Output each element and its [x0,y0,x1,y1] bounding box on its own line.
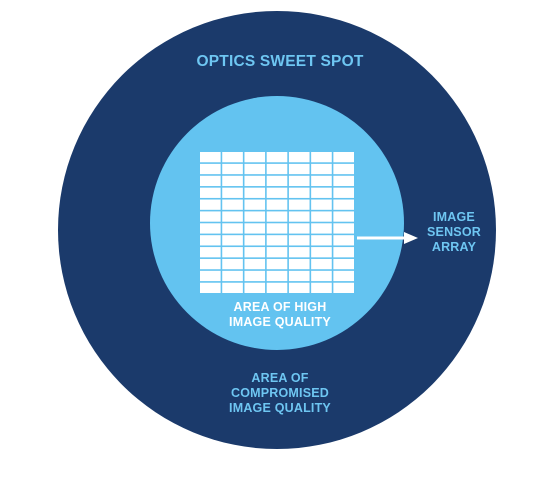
sensor-cell [333,258,354,270]
sensor-cell [288,152,310,163]
sensor-cell [288,223,310,234]
sensor-cell [222,175,243,187]
sensor-cell [222,270,243,282]
sensor-cell [288,187,310,198]
sensor-cell [288,211,310,222]
sensor-cell [200,282,221,293]
sensor-cell [333,175,354,187]
sensor-arrow [357,232,418,244]
sensor-cell [222,235,243,246]
sensor-cell [333,235,354,246]
sensor-cell [200,211,221,222]
sensor-cell [311,282,332,293]
sensor-cell [266,152,288,163]
sensor-cell [288,199,310,210]
sensor-cell [222,282,243,293]
sensor-cell [244,211,266,222]
sensor-cell [311,247,332,258]
sensor-cell [311,187,332,198]
sensor-cell [288,175,310,187]
sensor-cell [266,163,288,175]
sensor-cell [244,187,266,198]
sensor-cell [311,199,332,210]
sensor-cell [266,270,288,282]
sensor-cell [244,175,266,187]
sensor-cell [266,199,288,210]
sensor-cell [244,152,266,163]
sensor-cell [288,247,310,258]
compromised-quality-label: AREA OF COMPROMISED IMAGE QUALITY [229,371,331,415]
sensor-cell [222,258,243,270]
sensor-cell [333,187,354,198]
sensor-cell [266,258,288,270]
sensor-cell [333,152,354,163]
sensor-cell [244,235,266,246]
sensor-cell [266,187,288,198]
sensor-cell [200,258,221,270]
sensor-cell [266,282,288,293]
sensor-cell [200,152,221,163]
sensor-cell [266,235,288,246]
sensor-cell [288,235,310,246]
sensor-cell [244,247,266,258]
sensor-cell [311,163,332,175]
sensor-cell [333,282,354,293]
sensor-cell [311,211,332,222]
sensor-cell [333,223,354,234]
sensor-cell [244,282,266,293]
sensor-cell [311,235,332,246]
sensor-cell [200,163,221,175]
sensor-cell [311,223,332,234]
sensor-cell [222,211,243,222]
sensor-cell [288,270,310,282]
sensor-cell [311,270,332,282]
image-sensor-grid [200,152,354,293]
sensor-cell [200,247,221,258]
sensor-cell [244,199,266,210]
sensor-cell [244,163,266,175]
sensor-cell [200,199,221,210]
sensor-cell [222,247,243,258]
sensor-cell [222,223,243,234]
sensor-cell [266,211,288,222]
sensor-cell [333,211,354,222]
sensor-cell [200,223,221,234]
sensor-cell [266,223,288,234]
high-quality-label: AREA OF HIGH IMAGE QUALITY [229,300,331,329]
sensor-cell [200,175,221,187]
sensor-cell [266,247,288,258]
sensor-cell [222,199,243,210]
sensor-cell [244,270,266,282]
sensor-cell [244,258,266,270]
sensor-cell [333,163,354,175]
sensor-cell [311,258,332,270]
sensor-cell [333,270,354,282]
sensor-cell [266,175,288,187]
sensor-cell [288,163,310,175]
sensor-cell [333,247,354,258]
sensor-cell [222,152,243,163]
sensor-cell [311,175,332,187]
sensor-cell [288,282,310,293]
sensor-cell [288,258,310,270]
sensor-cell [222,163,243,175]
sensor-array-label: IMAGE SENSOR ARRAY [427,210,481,254]
sensor-cell [200,270,221,282]
sensor-cell [333,199,354,210]
sensor-cell [311,152,332,163]
sensor-cell [244,223,266,234]
sensor-cell [200,235,221,246]
sensor-cell [200,187,221,198]
sensor-cell [222,187,243,198]
diagram-title: OPTICS SWEET SPOT [196,53,364,70]
